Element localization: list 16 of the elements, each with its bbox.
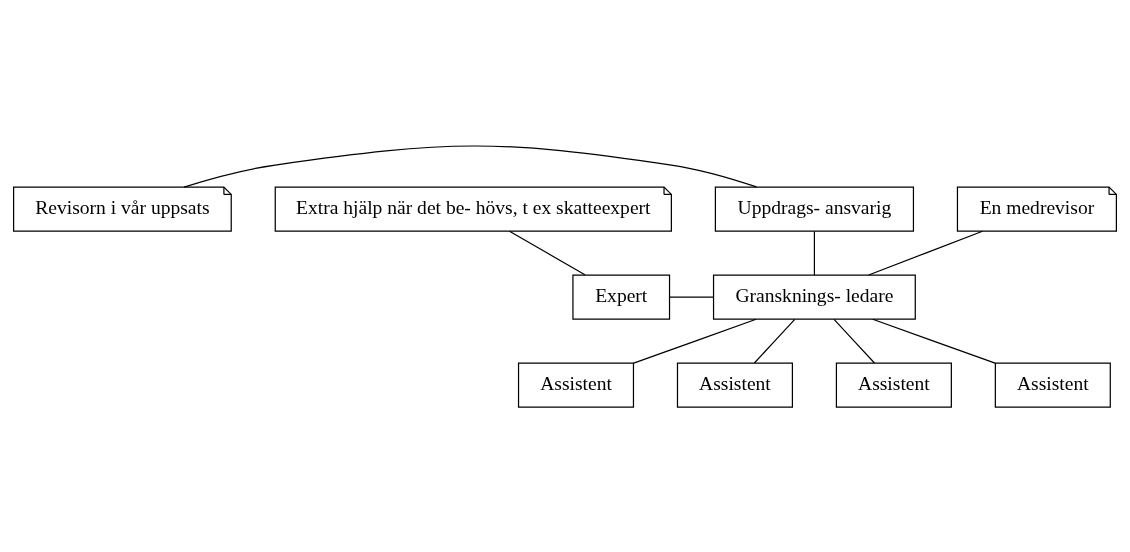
- connector: [833, 318, 876, 364]
- node-box: Assistent: [676, 362, 793, 408]
- node-box: Expert: [572, 273, 671, 320]
- connector: [669, 295, 714, 298]
- node-box: Assistent: [994, 362, 1111, 408]
- connector: [868, 230, 984, 276]
- node-box: Assistent: [517, 362, 635, 408]
- connector: [813, 230, 815, 276]
- connector: [753, 318, 796, 364]
- connector: [183, 144, 758, 188]
- connector: [872, 318, 996, 364]
- node-box: Uppdrags- ansvarig: [714, 185, 915, 232]
- connector: [633, 318, 757, 364]
- node-box: Assistent: [835, 362, 952, 408]
- connector: [508, 230, 586, 275]
- node-box: Gransknings- ledare: [712, 273, 916, 320]
